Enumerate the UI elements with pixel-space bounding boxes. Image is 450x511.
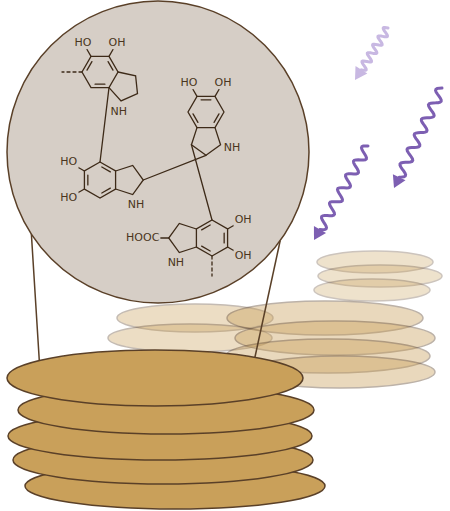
atom-label: OH <box>214 77 233 89</box>
light-ray <box>314 146 368 240</box>
atom-label: HOOC <box>125 232 160 244</box>
light-ray <box>393 88 442 188</box>
atom-label: NH <box>223 142 242 154</box>
atom-label: HO <box>180 77 199 89</box>
light-ray <box>355 28 388 80</box>
atom-label: HO <box>59 156 78 168</box>
melanin-sheet <box>7 350 303 406</box>
melanin-stack <box>7 350 325 509</box>
zoom-line <box>31 234 40 372</box>
atom-label: HO <box>74 37 93 49</box>
atom-label: OH <box>234 250 253 262</box>
atom-label: NH <box>110 106 129 118</box>
atom-label: OH <box>108 37 127 49</box>
atom-label: NH <box>167 257 186 269</box>
faded-sheet <box>314 279 430 301</box>
atom-label: HO <box>59 192 78 204</box>
magnifier-circle <box>7 1 309 303</box>
eumelanin-structure <box>62 49 236 276</box>
atom-label: NH <box>127 199 146 211</box>
atom-label: OH <box>234 214 253 226</box>
